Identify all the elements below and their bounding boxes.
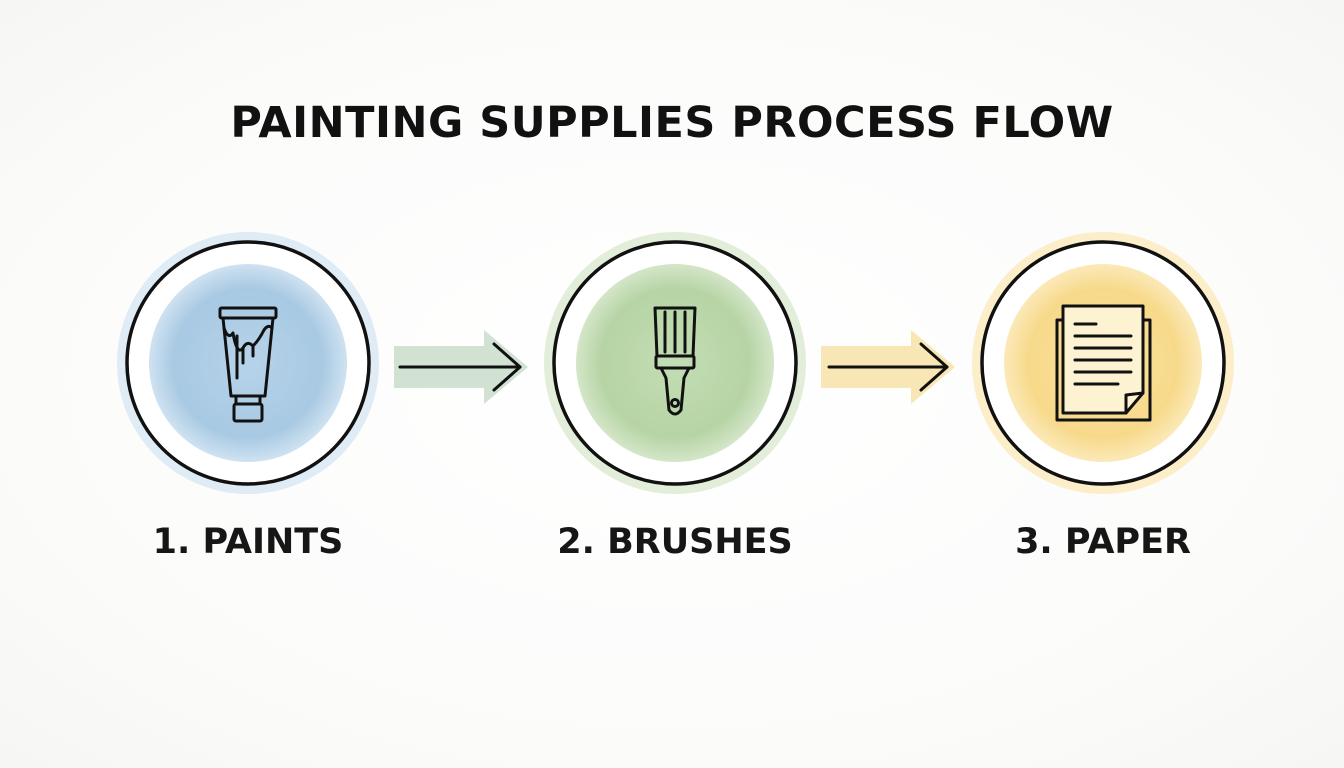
paint-tube-icon <box>218 306 278 423</box>
arrow-paints-to-brushes <box>388 322 538 412</box>
diagram-title: PAINTING SUPPLIES PROCESS FLOW <box>230 98 1114 148</box>
paper-sheets-icon <box>1055 304 1152 422</box>
step-paints <box>113 228 383 498</box>
step-brushes <box>540 228 810 498</box>
arrow-right-icon <box>821 330 955 404</box>
arrow-right-icon <box>394 330 528 404</box>
step-paints-circle <box>117 232 379 494</box>
step-paper-label: 3. PAPER <box>1015 522 1191 562</box>
paintbrush-icon <box>653 306 697 416</box>
step-brushes-label: 2. BRUSHES <box>557 522 793 562</box>
step-paper <box>968 228 1238 498</box>
step-brushes-circle <box>544 232 806 494</box>
step-paints-label: 1. PAINTS <box>152 522 344 562</box>
arrow-brushes-to-paper <box>815 322 965 412</box>
step-paper-circle <box>972 232 1234 494</box>
